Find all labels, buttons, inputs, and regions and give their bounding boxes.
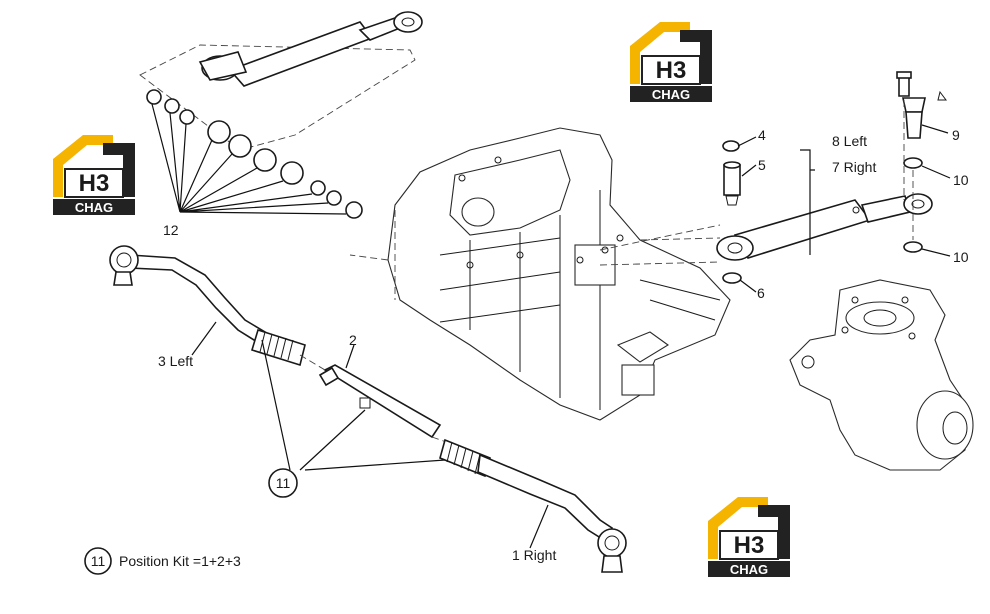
legend-badge: 11 <box>91 553 106 569</box>
washer-10b <box>903 241 923 253</box>
side-steering-cylinder <box>599 193 933 266</box>
callout-12: 12 <box>163 222 179 238</box>
leader-lines <box>191 124 951 549</box>
pin-9 <box>902 97 926 113</box>
logo-top-word: CHAG <box>652 87 690 102</box>
leader-lines-12 <box>151 103 347 215</box>
logo-top: H3 CHAG <box>630 22 712 102</box>
steering-knuckle <box>789 279 974 471</box>
callout-6: 6 <box>757 285 765 301</box>
washer-4 <box>722 140 740 152</box>
callout-9: 9 <box>952 127 960 143</box>
callout-10-lower: 10 <box>953 249 969 265</box>
axle-housing <box>349 127 731 421</box>
callout-1-right: 1 Right <box>512 547 556 563</box>
callout-7-right: 7 Right <box>832 159 876 175</box>
pin-5 <box>723 164 741 196</box>
callout-3-left: 3 Left <box>158 353 193 369</box>
seal-kit-rings <box>146 89 363 219</box>
washer-10a <box>903 157 923 169</box>
callout-11-badge: 11 <box>268 468 298 498</box>
logo-left: H3 CHAG <box>53 135 135 215</box>
logo-bottom-letters: H3 <box>734 532 765 559</box>
logo-bottom-word: CHAG <box>730 562 768 577</box>
small-parts <box>722 71 947 284</box>
logo-left-word: CHAG <box>75 200 113 215</box>
logo-top-letters: H3 <box>656 57 687 84</box>
tie-rod-left <box>109 245 306 367</box>
callout-10-upper: 10 <box>953 172 969 188</box>
adjusting-tube <box>299 354 456 446</box>
legend-text: Position Kit =1+2+3 <box>119 553 241 569</box>
callout-4: 4 <box>758 127 766 143</box>
callout-2: 2 <box>349 332 357 348</box>
logo-bottom: H3 CHAG <box>708 497 790 577</box>
washer-6 <box>722 272 742 284</box>
legend: 11 Position Kit =1+2+3 <box>84 547 241 575</box>
callout-11: 11 <box>276 475 291 491</box>
logo-left-letters: H3 <box>79 170 110 197</box>
callout-5: 5 <box>758 157 766 173</box>
upper-steering-cylinder <box>139 11 423 151</box>
tie-rod-right <box>439 438 627 573</box>
callout-8-left: 8 Left <box>832 133 867 149</box>
